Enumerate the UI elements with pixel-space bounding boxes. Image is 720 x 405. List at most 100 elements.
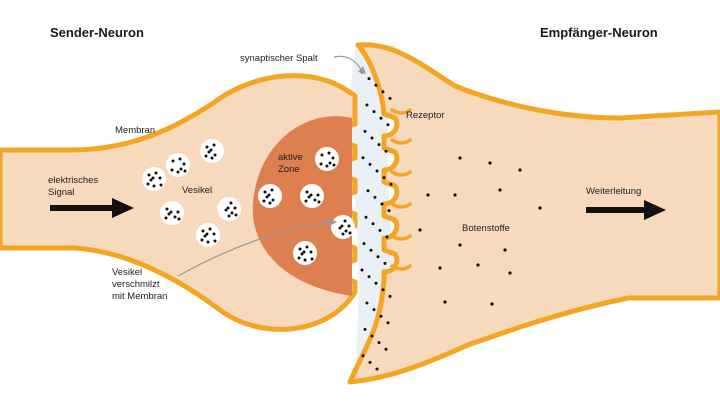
synaptic-cleft-label: synaptischer Spalt — [240, 53, 318, 64]
vesicle — [315, 147, 339, 171]
cleft-pointer-head — [358, 66, 366, 74]
receptors — [390, 108, 412, 271]
neurotransmitter-dot — [377, 341, 381, 345]
neurotransmitter-dot — [300, 252, 304, 256]
neurotransmitter-dot — [370, 136, 374, 140]
neurotransmitter-dot — [388, 96, 392, 100]
neurotransmitter-dot — [367, 275, 371, 279]
neurotransmitter-dot — [209, 148, 213, 152]
vesicle-group — [142, 139, 355, 265]
neurotransmitter-dot — [173, 215, 177, 219]
cleft-neurotransmitters — [360, 70, 393, 371]
vesicle — [293, 241, 317, 265]
neurotransmitter-dot — [388, 294, 392, 298]
input-arrow-icon — [50, 198, 134, 218]
neurotransmitter-dot — [385, 235, 389, 239]
neurotransmitter-dot — [159, 183, 163, 187]
neurotransmitter-dot — [177, 217, 181, 221]
neurotransmitter-dot — [344, 229, 348, 233]
neurotransmitter-dot — [367, 77, 371, 81]
neurotransmitter-dot — [327, 151, 331, 155]
neurotransmitter-dot — [381, 288, 385, 292]
neurotransmitter-dot — [518, 168, 522, 172]
neurotransmitter-dot — [229, 201, 233, 205]
neurotransmitter-dot — [328, 161, 332, 165]
neurotransmitter-dot — [183, 169, 187, 173]
vesicle — [217, 197, 241, 221]
neurotransmitter-dot — [508, 271, 512, 275]
neurotransmitters-label: Botenstoffe — [462, 223, 510, 234]
active-zone-label-line2: Zone — [278, 164, 300, 175]
neurotransmitter-dot — [386, 123, 390, 127]
neurotransmitter-dot — [151, 176, 155, 180]
neurotransmitter-dot — [154, 171, 158, 175]
neurotransmitter-dot — [146, 182, 150, 186]
neurotransmitter-dot — [331, 156, 335, 160]
neurotransmitter-dot — [271, 198, 275, 202]
vesicle — [331, 215, 355, 239]
neurotransmitter-dot — [426, 193, 430, 197]
neurotransmitter-dot — [147, 173, 151, 177]
neurotransmitter-dot — [158, 176, 162, 180]
neurotransmitter-dot — [265, 195, 269, 199]
neurotransmitter-dot — [178, 157, 182, 161]
neurotransmitter-dot — [309, 250, 313, 254]
neurotransmitter-dot — [368, 162, 372, 166]
neurotransmitter-dot — [538, 206, 542, 210]
neurotransmitter-dot — [338, 226, 342, 230]
neurotransmitter-dot — [208, 227, 212, 231]
neurotransmitter-dot — [164, 216, 168, 220]
neurotransmitter-dot — [383, 261, 387, 265]
neurotransmitter-dot — [389, 182, 393, 186]
neurotransmitter-dot — [476, 263, 480, 267]
neurotransmitter-dot — [205, 232, 209, 236]
neurotransmitter-dot — [361, 354, 365, 358]
neurotransmitter-dot — [165, 207, 169, 211]
output-arrow-icon — [586, 200, 666, 220]
neurotransmitter-dot — [325, 164, 329, 168]
neurotransmitter-dot — [386, 321, 390, 325]
neurotransmitter-dot — [230, 211, 234, 215]
neurotransmitter-dot — [233, 206, 237, 210]
neurotransmitter-dot — [361, 156, 365, 160]
neurotransmitter-dot — [270, 188, 274, 192]
neurotransmitter-dot — [347, 224, 351, 228]
neurotransmitter-dot — [377, 143, 381, 147]
fused-vesicle-label-line2: verschmilzt — [112, 279, 160, 290]
neurotransmitter-dot — [203, 234, 207, 238]
neurotransmitter-dot — [176, 210, 180, 214]
neurotransmitter-dot — [490, 302, 494, 306]
neurotransmitter-dot — [372, 110, 376, 114]
neurotransmitter-dot — [268, 201, 272, 205]
neurotransmitter-dot — [376, 255, 380, 259]
neurotransmitter-dot — [227, 214, 231, 218]
neurotransmitter-dot — [170, 168, 174, 172]
vesicle — [258, 184, 282, 208]
neurotransmitter-dot — [443, 300, 447, 304]
input-signal-label-line2: Signal — [48, 187, 74, 198]
vesicle — [166, 153, 190, 177]
active-zone-label-line1: aktive — [278, 152, 303, 163]
neurotransmitter-dot — [152, 184, 156, 188]
neurotransmitter-dot — [305, 245, 309, 249]
neurotransmitter-dot — [438, 266, 442, 270]
neurotransmitter-dot — [374, 83, 378, 87]
fusion-pointer-head — [328, 218, 337, 226]
receiver-neurotransmitters — [418, 156, 542, 306]
neurotransmitter-dot — [310, 257, 314, 261]
neurotransmitter-dot — [204, 154, 208, 158]
neurotransmitter-dot — [316, 193, 320, 197]
neurotransmitter-dot — [226, 206, 230, 210]
neurotransmitter-dot — [234, 213, 238, 217]
neurotransmitter-dot — [418, 228, 422, 232]
fused-vesicle-label-line3: mit Membran — [112, 291, 167, 302]
neurotransmitter-dot — [304, 199, 308, 203]
neurotransmitter-dot — [503, 248, 507, 252]
neurotransmitter-dot — [382, 176, 386, 180]
neurotransmitter-dot — [360, 268, 364, 272]
fusion-pointer — [177, 221, 331, 277]
output-label: Weiterleitung — [586, 186, 641, 197]
neurotransmitter-dot — [167, 212, 171, 216]
neurotransmitter-dot — [369, 248, 373, 252]
